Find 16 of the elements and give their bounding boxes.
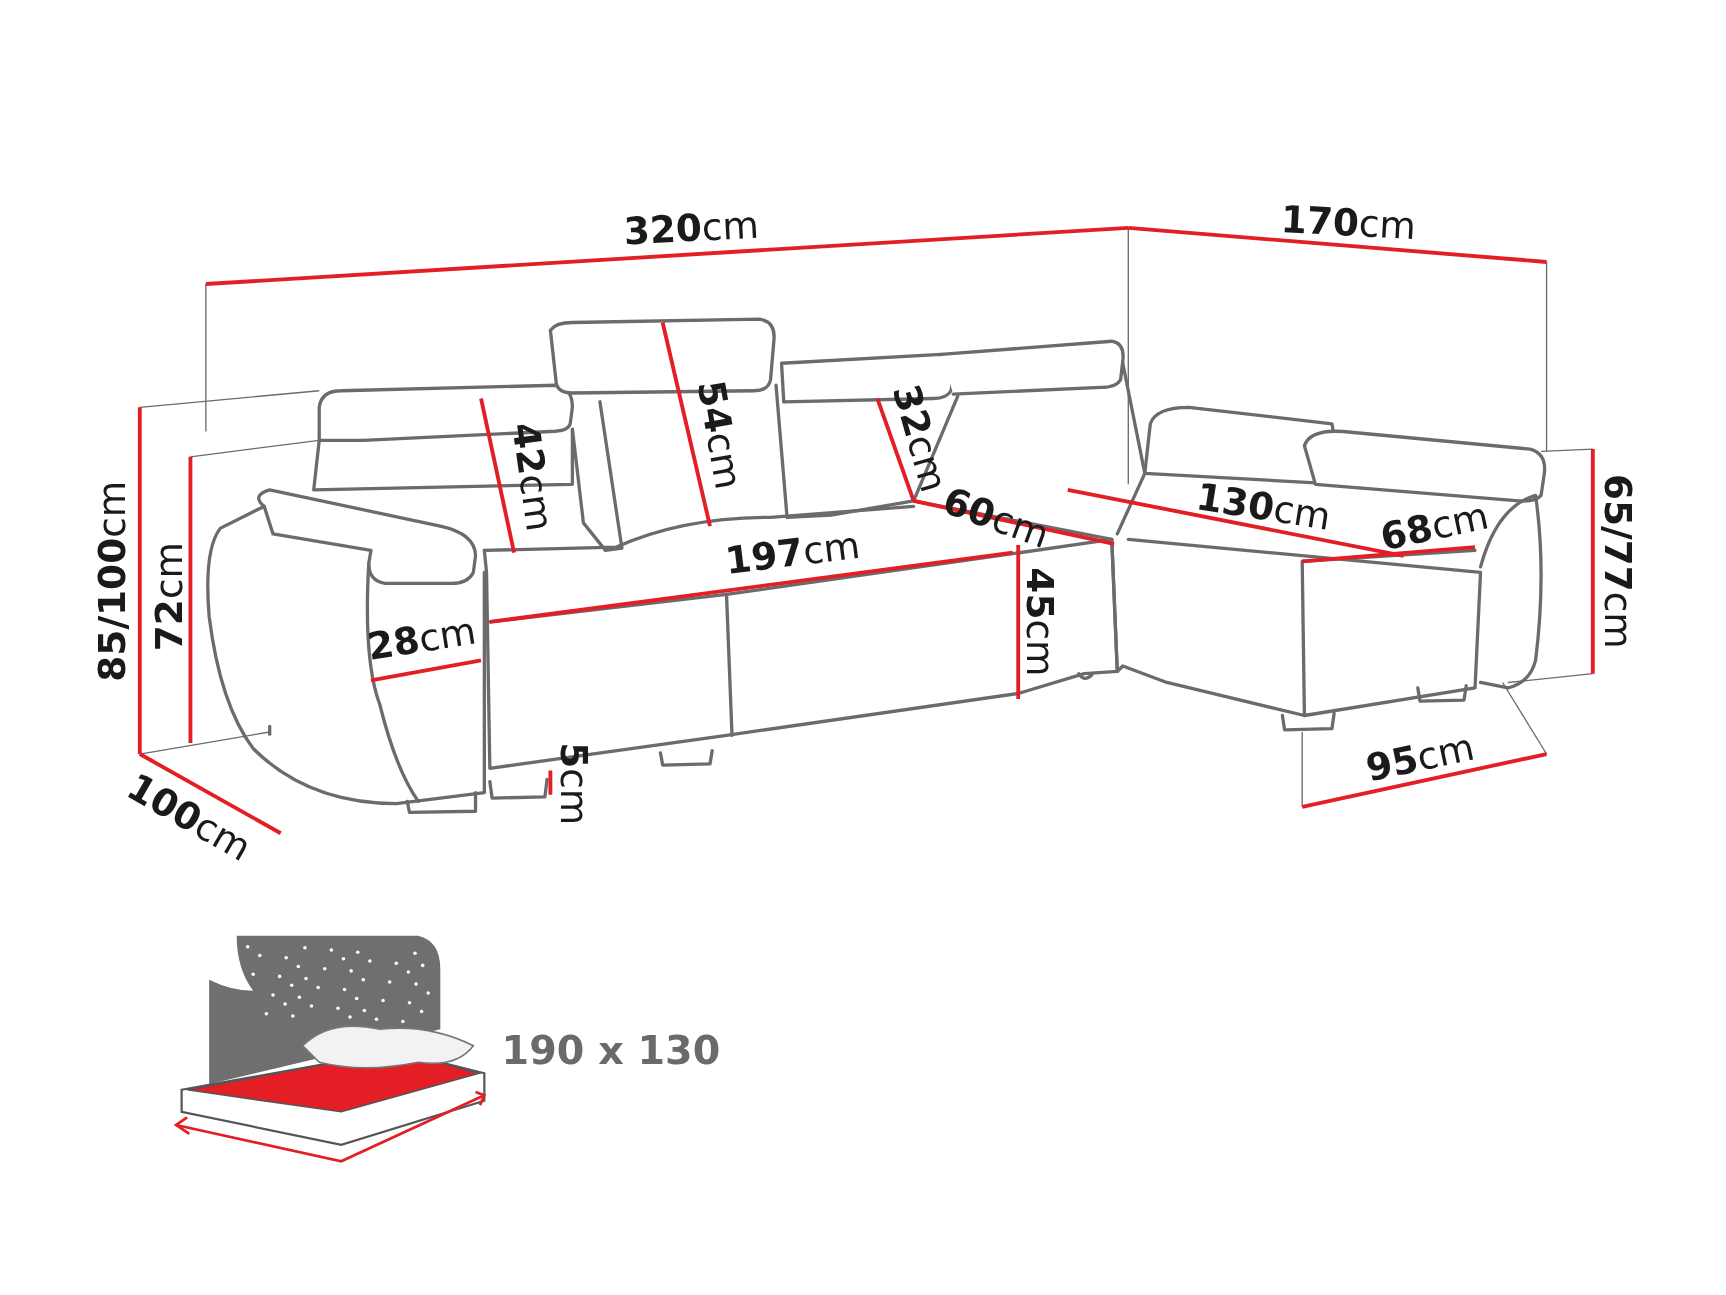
dimension-label: 170cm [1279, 200, 1417, 245]
dimension-label: 320cm [622, 205, 760, 251]
dimension-label: 130cm [1194, 477, 1334, 536]
dimension-label: 45cm [1021, 567, 1059, 677]
dimension-label: 42cm [506, 420, 559, 534]
dimension-label: 197cm [723, 525, 862, 580]
dimension-label: 72cm [149, 542, 188, 652]
dimension-label: 5cm [555, 742, 594, 826]
dimension-label: 85/100cm [93, 480, 131, 682]
dimension-label: 54cm [692, 377, 748, 492]
dimension-label: 95cm [1362, 727, 1478, 787]
bed-size-label: 190 x 130 [501, 1031, 721, 1072]
dimension-label: 68cm [1377, 496, 1492, 556]
dimension-label: 100cm [121, 766, 258, 867]
dimension-label: 28cm [364, 611, 479, 666]
dimension-label: 65/77cm [1599, 473, 1637, 649]
